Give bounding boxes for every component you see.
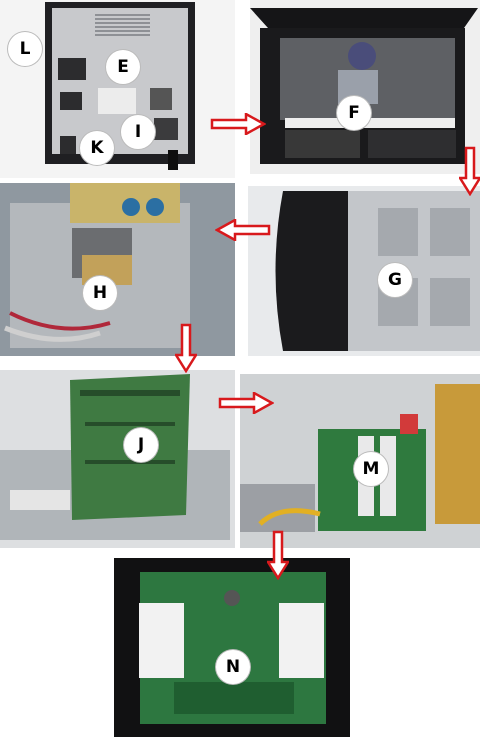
photo-power-board — [0, 370, 235, 548]
callout-label-k: K — [80, 131, 114, 165]
photo-transformer — [0, 183, 235, 356]
photo-front-board — [114, 558, 350, 737]
arrow-left-icon — [215, 219, 271, 241]
photo-chassis-side — [248, 186, 480, 356]
arrow-down-icon — [459, 146, 480, 196]
arrow-down-icon — [175, 323, 197, 373]
callout-label-n: N — [216, 650, 250, 684]
callout-label-m: M — [354, 452, 388, 486]
callout-label-j: J — [124, 428, 158, 462]
callout-label-i: I — [121, 115, 155, 149]
callout-label-h: H — [83, 276, 117, 310]
callout-label-f: F — [337, 96, 371, 130]
callout-label-l: L — [8, 32, 42, 66]
arrow-down-icon — [267, 530, 289, 580]
callout-label-e: E — [106, 50, 140, 84]
photo-cd-mechanism — [250, 0, 480, 174]
photo-rear-panel — [0, 0, 235, 178]
arrow-right-icon — [218, 392, 274, 414]
callout-label-g: G — [378, 263, 412, 297]
arrow-right-icon — [210, 113, 266, 135]
